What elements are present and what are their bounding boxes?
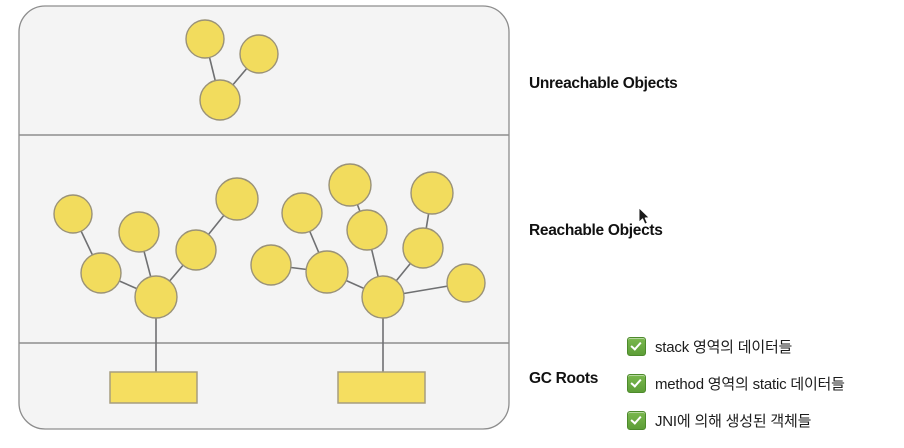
section-label-unreachable-objects: Unreachable Objects xyxy=(529,75,678,92)
object-node xyxy=(175,229,217,271)
section-label-gc-roots: GC Roots xyxy=(529,370,599,387)
object-node xyxy=(215,177,259,221)
object-node xyxy=(239,34,279,74)
unreachable-object-nodes xyxy=(185,19,279,121)
check-icon xyxy=(627,337,646,356)
gc-root-rectangles xyxy=(109,371,426,404)
diagram-container-outline xyxy=(18,5,510,430)
gc-roots-checklist: stack 영역의 데이터들 method 영역의 static 데이터들 JN… xyxy=(627,328,897,439)
object-node xyxy=(118,211,160,253)
reachable-object-nodes xyxy=(53,163,486,319)
gc-root-rect xyxy=(109,371,198,404)
gc-root-item-method-static: method 영역의 static 데이터들 xyxy=(627,365,897,402)
object-node xyxy=(402,227,444,269)
check-icon xyxy=(627,411,646,430)
gc-root-item-stack: stack 영역의 데이터들 xyxy=(627,328,897,365)
gc-root-item-label: JNI에 의해 생성된 객체들 xyxy=(655,413,812,430)
object-node xyxy=(410,171,454,215)
object-node xyxy=(53,194,93,234)
gc-root-item-jni: JNI에 의해 생성된 객체들 xyxy=(627,402,897,439)
object-node xyxy=(134,275,178,319)
object-node xyxy=(328,163,372,207)
object-node xyxy=(446,263,486,303)
object-node xyxy=(80,252,122,294)
gc-diagram-svg xyxy=(18,5,510,430)
object-node xyxy=(185,19,225,59)
gc-diagram-panel xyxy=(18,5,510,430)
check-icon xyxy=(627,374,646,393)
object-node xyxy=(199,79,241,121)
gc-root-rect xyxy=(337,371,426,404)
gc-root-item-label: stack 영역의 데이터들 xyxy=(655,339,793,356)
section-label-reachable-objects: Reachable Objects xyxy=(529,222,663,239)
object-node xyxy=(361,275,405,319)
object-node xyxy=(250,244,292,286)
object-node xyxy=(281,192,323,234)
gc-root-item-label: method 영역의 static 데이터들 xyxy=(655,376,845,393)
object-node xyxy=(346,209,388,251)
object-node xyxy=(305,250,349,294)
